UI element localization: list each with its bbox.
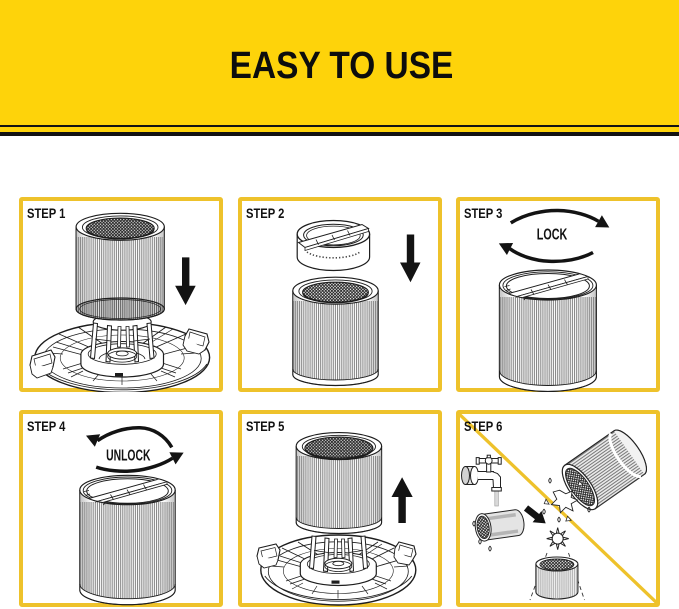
svg-text:LOCK: LOCK bbox=[537, 226, 568, 243]
svg-text:UNLOCK: UNLOCK bbox=[106, 448, 151, 465]
